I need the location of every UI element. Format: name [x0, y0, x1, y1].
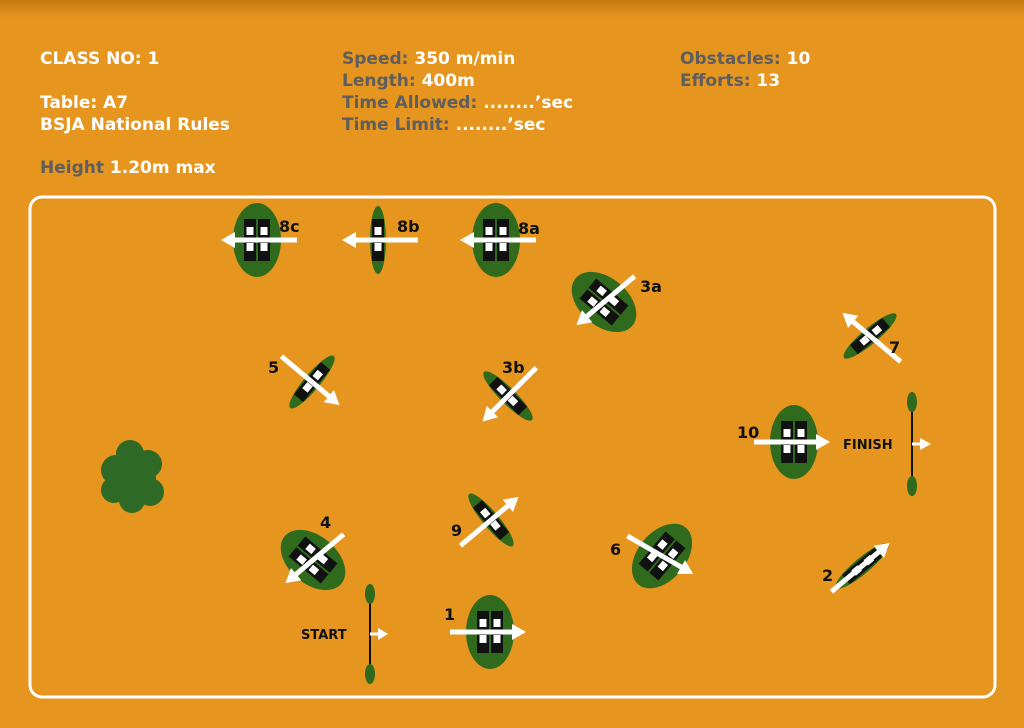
jump-8c-label: 8c [279, 217, 300, 236]
jump-8a-label: 8a [518, 219, 540, 238]
jump-1-label: 1 [444, 605, 455, 624]
time-allowed-label: Time Allowed: [342, 93, 478, 113]
jump-3b-label: 3b [502, 358, 525, 377]
jump-8a [460, 203, 536, 277]
jump-4-label: 4 [320, 513, 331, 532]
jump-6 [620, 512, 704, 600]
tree-icon [101, 440, 164, 513]
height-label: Height [40, 158, 104, 178]
jump-7-label: 7 [889, 338, 900, 357]
jump-10 [754, 405, 830, 479]
efforts-value: 13 [756, 71, 781, 91]
class-number: CLASS NO: 1 [40, 49, 160, 69]
jump-3a [560, 260, 648, 344]
time-limit-line: Time Limit: ........’sec [342, 114, 546, 136]
jump-3a-label: 3a [640, 277, 662, 296]
table-text: Table: A7 [40, 93, 129, 113]
start-line: START [301, 584, 388, 684]
time-allowed-line: Time Allowed: ........’sec [342, 92, 573, 114]
finish-label: FINISH [843, 438, 893, 453]
finish-line: FINISH [843, 392, 931, 496]
length-value: 400m [421, 71, 475, 91]
jump-9 [455, 489, 524, 552]
arena-border [28, 195, 997, 699]
obstacles-line: Obstacles: 10 [680, 48, 810, 70]
speed-value: 350 m/min [414, 49, 516, 69]
jump-9-label: 9 [451, 521, 462, 540]
jump-4 [269, 518, 357, 602]
jump-5 [276, 350, 345, 413]
jump-5-label: 5 [268, 358, 279, 377]
jump-8b-label: 8b [397, 217, 420, 236]
jump-6-label: 6 [610, 540, 621, 559]
jump-2-label: 2 [822, 566, 833, 585]
speed-line: Speed: 350 m/min [342, 48, 515, 70]
time-limit-label: Time Limit: [342, 115, 450, 135]
table-line: Table: A7 [40, 92, 128, 114]
speed-label: Speed: [342, 49, 409, 69]
jump-8c [221, 203, 297, 277]
obstacles-label: Obstacles: [680, 49, 781, 69]
rules-line: BSJA National Rules [40, 115, 230, 135]
efforts-label: Efforts: [680, 71, 751, 91]
efforts-line: Efforts: 13 [680, 70, 780, 92]
length-label: Length: [342, 71, 416, 91]
obstacles-value: 10 [786, 49, 811, 69]
time-allowed-value: ........’sec [483, 93, 574, 113]
start-label: START [301, 628, 347, 643]
time-limit-value: ........’sec [455, 115, 546, 135]
arrow-icon [826, 537, 895, 598]
jump-2 [826, 537, 895, 598]
height-line: Height 1.20m max [40, 157, 216, 179]
jump-1 [450, 595, 526, 669]
jump-10-label: 10 [737, 423, 759, 442]
length-line: Length: 400m [342, 70, 475, 92]
height-value: 1.20m max [109, 158, 216, 178]
top-shade-bar [0, 0, 1024, 18]
